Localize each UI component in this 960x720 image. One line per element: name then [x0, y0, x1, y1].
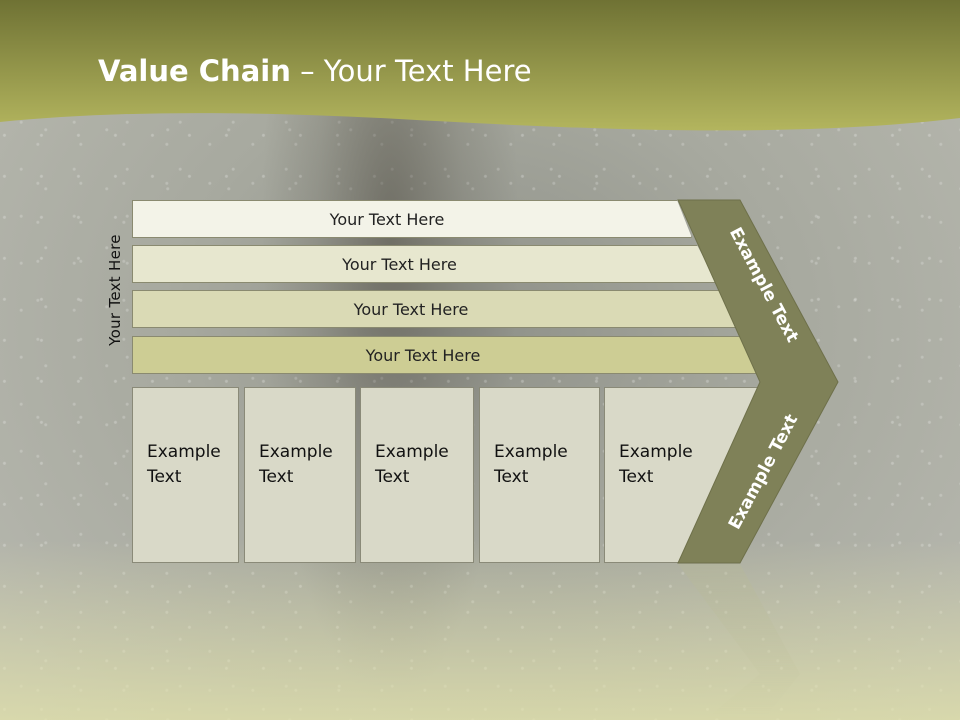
title-bold: Value Chain: [98, 54, 291, 88]
row-bar-label: Your Text Here: [365, 345, 481, 365]
column-box-1[interactable]: Example Text: [132, 387, 239, 563]
column-line-1: Example: [259, 442, 333, 462]
column-line-2: Text: [259, 467, 294, 487]
column-line-2: Text: [147, 467, 182, 487]
column-line-2: Text: [375, 467, 410, 487]
row-bar-2[interactable]: Your Text Here: [132, 245, 717, 283]
column-box-4[interactable]: Example Text: [479, 387, 600, 563]
column-line-2: Text: [619, 467, 654, 487]
column-line-2: Text: [494, 467, 529, 487]
row-bar-3[interactable]: Your Text Here: [132, 290, 740, 328]
row-bar-4[interactable]: Your Text Here: [132, 336, 764, 374]
column-line-1: Example: [375, 442, 449, 462]
header-band: [0, 0, 960, 131]
column-line-1: Example: [494, 442, 568, 462]
column-line-1: Example: [619, 442, 693, 462]
row-bar-1[interactable]: Your Text Here: [132, 200, 692, 238]
reflection: Example Text Example Text Example Text E…: [0, 564, 960, 720]
row-bar-label: Your Text Here: [342, 254, 457, 274]
column-box-2[interactable]: Example Text: [244, 387, 356, 563]
slide-title: Value Chain – Your Text Here: [98, 54, 532, 88]
title-rest: – Your Text Here: [290, 54, 532, 88]
row-bar-label: Your Text Here: [329, 209, 445, 229]
chevron-reflection: [678, 564, 800, 720]
column-line-1: Example: [147, 442, 221, 462]
row-bar-label: Your Text Here: [353, 299, 469, 319]
background-glow: [0, 540, 960, 720]
column-box-3[interactable]: Example Text: [360, 387, 474, 563]
